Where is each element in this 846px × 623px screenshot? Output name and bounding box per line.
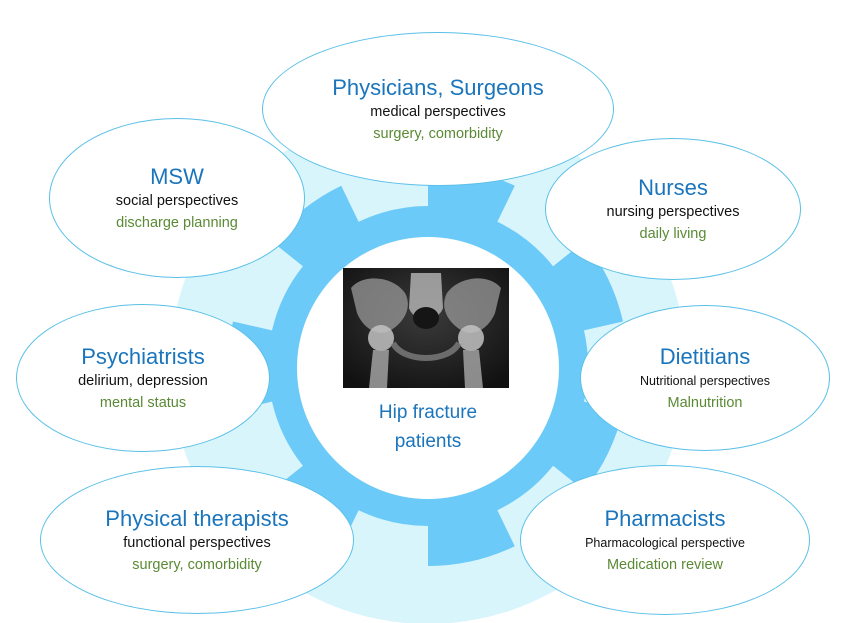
node-pharmacists: Pharmacists Pharmacological perspective … bbox=[520, 465, 810, 615]
node-title: Pharmacists bbox=[604, 505, 726, 531]
node-title: Dietitians bbox=[659, 343, 751, 369]
node-title: Nurses bbox=[638, 174, 708, 200]
center-label-line1: Hip fracture bbox=[378, 402, 478, 423]
node-nurses: Nurses nursing perspectives daily living bbox=[545, 138, 801, 280]
node-perspective: social perspectives bbox=[115, 192, 239, 209]
node-physicians-surgeons: Physicians, Surgeons medical perspective… bbox=[262, 32, 614, 186]
node-detail: mental status bbox=[99, 394, 187, 411]
node-detail: surgery, comorbidity bbox=[132, 556, 262, 573]
node-perspective: Pharmacological perspective bbox=[585, 535, 745, 550]
node-detail: Medication review bbox=[606, 556, 724, 573]
node-dietitians: Dietitians Nutritional perspectives Maln… bbox=[580, 305, 830, 451]
node-physical-therapists: Physical therapists functional perspecti… bbox=[40, 466, 354, 614]
node-perspective: functional perspectives bbox=[123, 534, 271, 551]
gear-ring bbox=[227, 166, 623, 566]
center-label: Hip fracture patients bbox=[340, 398, 516, 456]
node-title: MSW bbox=[150, 163, 204, 189]
node-title: Psychiatrists bbox=[81, 343, 205, 369]
node-perspective: delirium, depression bbox=[78, 372, 208, 389]
node-detail: discharge planning bbox=[116, 214, 238, 231]
node-title: Physical therapists bbox=[105, 505, 289, 531]
node-detail: Malnutrition bbox=[667, 394, 743, 411]
node-title: Physicians, Surgeons bbox=[332, 74, 544, 100]
node-detail: surgery, comorbidity bbox=[373, 125, 503, 142]
node-perspective: medical perspectives bbox=[370, 103, 506, 120]
node-psychiatrists: Psychiatrists delirium, depression menta… bbox=[16, 304, 270, 452]
node-detail: daily living bbox=[639, 225, 707, 242]
node-perspective: nursing perspectives bbox=[606, 203, 740, 220]
center-label-line2: patients bbox=[394, 431, 462, 452]
pelvis-xray-image bbox=[343, 268, 509, 388]
node-msw: MSW social perspectives discharge planni… bbox=[49, 118, 305, 278]
node-perspective: Nutritional perspectives bbox=[640, 373, 770, 388]
